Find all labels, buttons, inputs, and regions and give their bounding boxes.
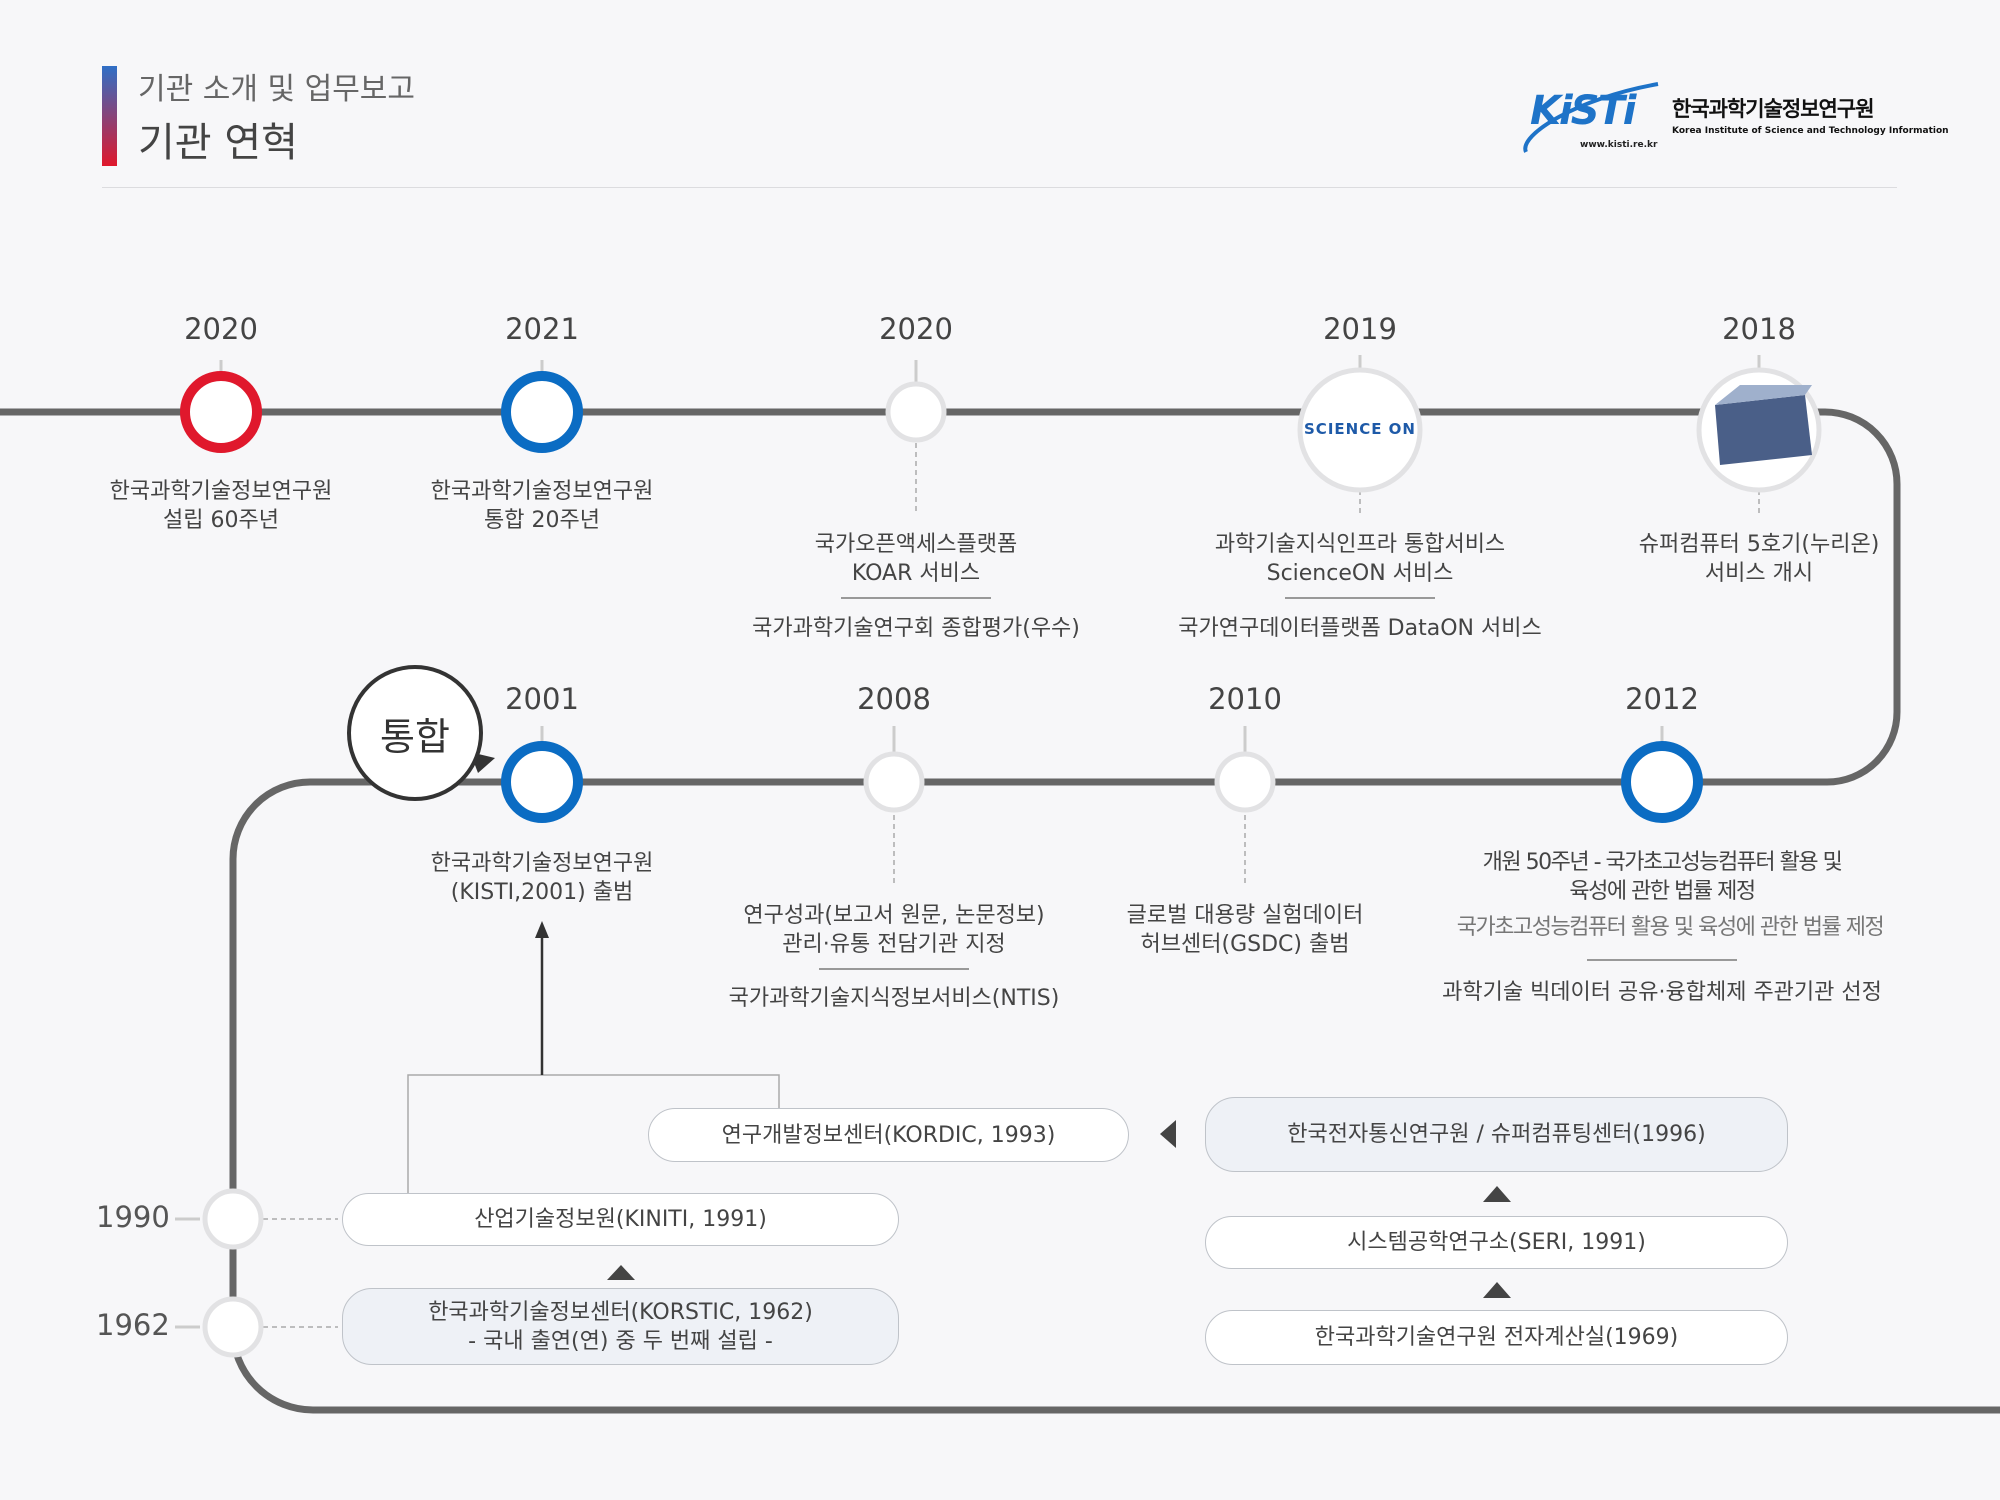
year-label: 2019 [1323, 312, 1397, 346]
marker-2010-gray [1214, 751, 1276, 813]
logo-orbit-icon [1523, 82, 1659, 153]
logo-name-en: Korea Institute of Science and Technolog… [1672, 126, 1949, 136]
merge-bracket [407, 1074, 780, 1193]
year-label: 2008 [857, 682, 931, 716]
year-label: 2020 [879, 312, 953, 346]
year-label: 2021 [505, 312, 579, 346]
year-label: 2001 [505, 682, 579, 716]
marker-1990 [202, 1188, 264, 1250]
event-divider [841, 597, 991, 599]
history-box-kiniti: 산업기술정보원(KINITI, 1991) [342, 1193, 899, 1246]
history-box-kordic: 연구개발정보센터(KORDIC, 1993) [648, 1108, 1129, 1162]
arrow-up-icon [607, 1265, 635, 1280]
logo-mark: KiSTi [1530, 88, 1637, 134]
event-text: 과학기술 빅데이터 공유·융합체제 주관기관 선정 [1442, 980, 1882, 1005]
year-label: 2010 [1208, 682, 1282, 716]
marker-2008-gray [863, 751, 925, 813]
year-label: 2018 [1722, 312, 1796, 346]
year-label: 2020 [184, 312, 258, 346]
year-label-side: 1962 [96, 1308, 170, 1342]
marker-2019-scienceon [1297, 367, 1423, 493]
marker-2021-blue [501, 371, 583, 453]
marker-2020-red [180, 371, 262, 453]
logo-name-kr: 한국과학기술정보연구원 [1672, 97, 1875, 121]
event-divider [1285, 597, 1435, 599]
supercomputer-icon [1715, 385, 1812, 465]
year-label-side: 1990 [96, 1200, 170, 1234]
history-box-etri: 한국전자통신연구원 / 슈퍼컴퓨팅센터(1996) [1205, 1097, 1788, 1172]
merge-bubble: 통합 [347, 665, 483, 801]
arrow-up-icon [535, 921, 549, 938]
event-text: 국가연구데이터플랫폼 DataON 서비스 [1178, 616, 1542, 641]
event-text: 한국과학기술정보연구원(KISTI,2001) 출범 [430, 851, 654, 905]
arrow-up-icon [1483, 1282, 1511, 1298]
arrow-up-icon [1483, 1186, 1511, 1202]
top-row-markers [180, 367, 1822, 493]
logo-url: www.kisti.re.kr [1580, 140, 1658, 150]
year-label: 2012 [1625, 682, 1699, 716]
history-box-seri: 시스템공학연구소(SERI, 1991) [1205, 1216, 1788, 1269]
scienceon-badge: SCIENCE ON [1304, 420, 1416, 438]
header-accent-bar [102, 66, 117, 166]
event-divider [1587, 959, 1737, 961]
event-text: 국가과학기술연구회 종합평가(우수) [752, 616, 1080, 641]
history-box-korstic: 한국과학기술정보센터(KORSTIC, 1962)- 국내 출연(연) 중 두 … [342, 1288, 899, 1365]
header-divider [102, 187, 1897, 188]
marker-1962 [202, 1296, 264, 1358]
mid-row-markers [202, 741, 1703, 1358]
event-text: 슈퍼컴퓨터 5호기(누리온)서비스 개시 [1638, 532, 1880, 586]
page-title: 기관 연혁 [138, 120, 298, 166]
event-text: 국가과학기술지식정보서비스(NTIS) [728, 986, 1060, 1011]
marker-2020-gray [885, 381, 947, 443]
marker-2012-blue [1621, 741, 1703, 823]
arrow-left-icon [1160, 1120, 1176, 1148]
page-subtitle: 기관 소개 및 업무보고 [138, 72, 416, 107]
marker-2001-blue [501, 741, 583, 823]
event-divider [819, 968, 969, 970]
history-box-kist: 한국과학기술연구원 전자계산실(1969) [1205, 1310, 1788, 1365]
event-text: 연구성과(보고서 원문, 논문정보)관리·유통 전담기관 지정 [743, 903, 1045, 957]
event-text-secondary: 국가초고성능컴퓨터 활용 및 육성에 관한 법률 제정 [1456, 915, 1885, 940]
